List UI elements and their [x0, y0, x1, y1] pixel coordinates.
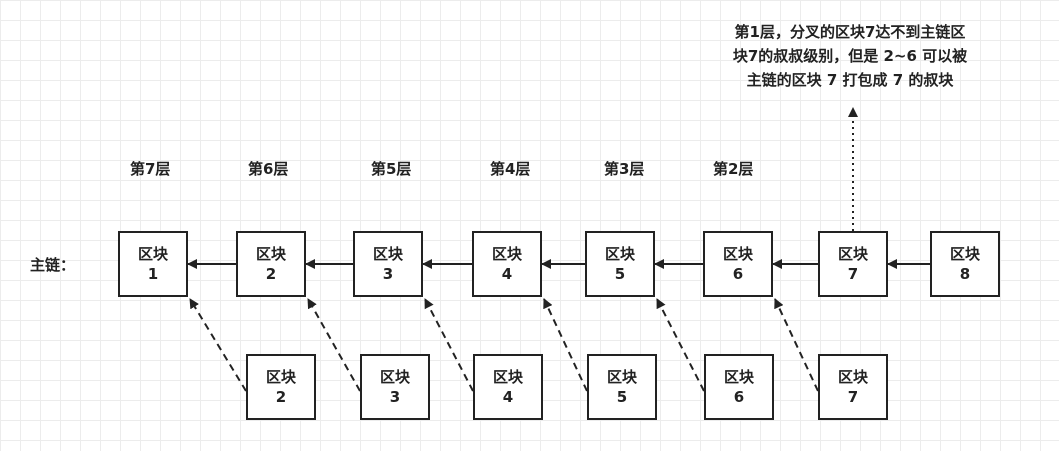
block-number: 6	[732, 265, 744, 283]
block-word: 区块	[491, 245, 522, 263]
note-line: 主链的区块 7 打包成 7 的叔块	[746, 71, 954, 89]
block-word: 区块	[723, 368, 754, 386]
block-number: 7	[847, 388, 859, 406]
block-word: 区块	[604, 245, 635, 263]
layer-label: 第5层	[371, 160, 412, 178]
block-word: 区块	[722, 245, 753, 263]
fork-block-6: 区块 6	[704, 354, 774, 420]
layer-label: 第3层	[604, 160, 645, 178]
main-block-6: 区块 6	[703, 231, 773, 297]
fork-block-3: 区块 3	[360, 354, 430, 420]
block-word: 区块	[606, 368, 637, 386]
block-word: 区块	[492, 368, 523, 386]
main-block-7: 区块 7	[818, 231, 888, 297]
block-word: 区块	[372, 245, 403, 263]
fork-block-4: 区块 4	[473, 354, 543, 420]
block-number: 3	[389, 388, 401, 406]
note-line: 块7的叔叔级别，但是 2~6 可以被	[732, 47, 968, 65]
block-word: 区块	[265, 368, 296, 386]
block-number: 4	[502, 388, 514, 406]
layer-label: 第4层	[490, 160, 531, 178]
fork-parent-arrow	[543, 298, 588, 392]
block-number: 2	[275, 388, 287, 406]
block-number: 4	[501, 265, 513, 283]
block-word: 区块	[255, 245, 286, 263]
block-word: 区块	[137, 245, 168, 263]
fork-parent-arrow	[307, 298, 361, 392]
uncle-note: 第1层，分叉的区块7达不到主链区 块7的叔叔级别，但是 2~6 可以被 主链的区…	[700, 20, 1000, 92]
block-number: 5	[616, 388, 628, 406]
block-word: 区块	[837, 245, 868, 263]
note-line: 第1层，分叉的区块7达不到主链区	[734, 23, 966, 41]
block-word: 区块	[379, 368, 410, 386]
fork-block-2: 区块 2	[246, 354, 316, 420]
fork-parent-arrow	[774, 298, 819, 392]
layer-label: 第6层	[248, 160, 289, 178]
fork-parent-arrow	[656, 298, 705, 392]
main-block-8: 区块 8	[930, 231, 1000, 297]
block-number: 3	[382, 265, 394, 283]
layer-label: 第7层	[130, 160, 171, 178]
block-number: 5	[614, 265, 626, 283]
layer-label: 第2层	[713, 160, 754, 178]
block-word: 区块	[949, 245, 980, 263]
fork-block-7: 区块 7	[818, 354, 888, 420]
block-number: 2	[265, 265, 277, 283]
fork-parent-arrow	[424, 298, 474, 392]
main-block-2: 区块 2	[236, 231, 306, 297]
block-number: 8	[959, 265, 971, 283]
main-chain-label: 主链：	[30, 256, 76, 274]
block-number: 6	[733, 388, 745, 406]
fork-parent-arrow	[189, 298, 247, 392]
block-number: 1	[147, 265, 159, 283]
fork-block-5: 区块 5	[587, 354, 657, 420]
block-number: 7	[847, 265, 859, 283]
main-block-3: 区块 3	[353, 231, 423, 297]
main-block-5: 区块 5	[585, 231, 655, 297]
main-block-4: 区块 4	[472, 231, 542, 297]
block-word: 区块	[837, 368, 868, 386]
main-block-1: 区块 1	[118, 231, 188, 297]
